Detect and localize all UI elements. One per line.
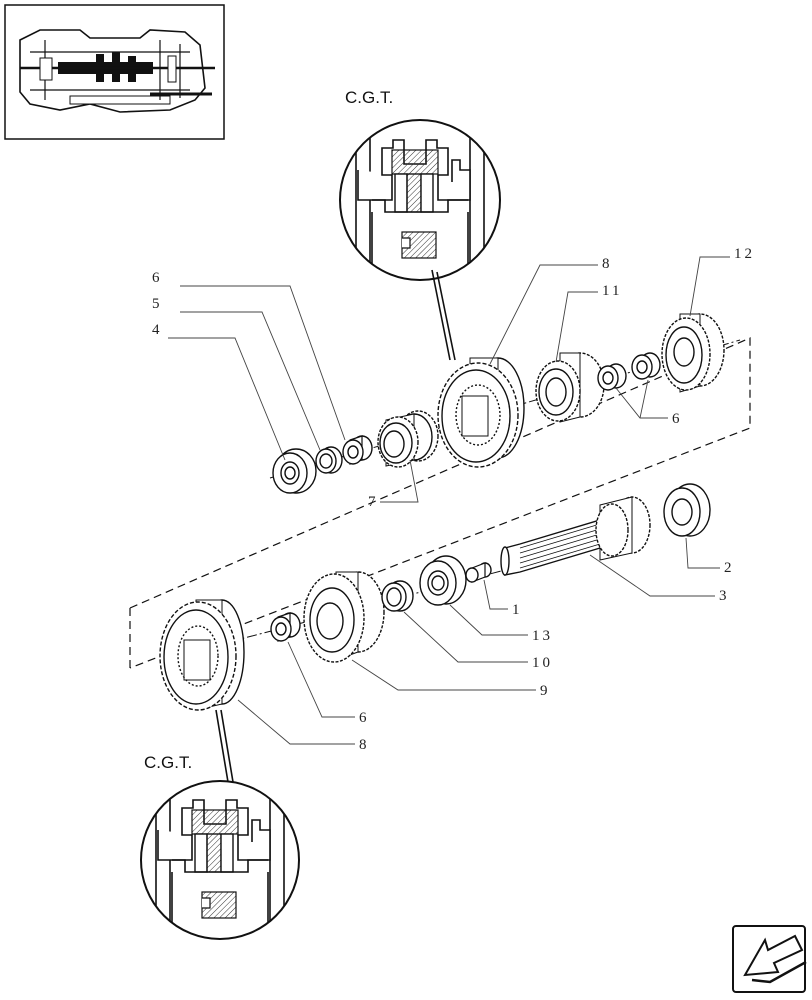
callout-2: 2: [724, 560, 735, 576]
detail-circle-top: [339, 119, 501, 281]
callout-9: 9: [540, 683, 551, 699]
callout-11: 11: [602, 283, 622, 299]
callout-8-upper: 8: [602, 256, 613, 272]
callout-1: 1: [512, 602, 523, 618]
callout-5: 5: [152, 296, 163, 312]
bearing-2: [663, 483, 711, 537]
next-page-arrow-icon[interactable]: [732, 925, 807, 993]
gear-11: [535, 352, 605, 423]
callout-3: 3: [719, 588, 730, 604]
gear-12: [661, 313, 725, 393]
callout-6-upper-right: 6: [672, 411, 683, 427]
callout-13: 13: [532, 628, 553, 644]
pin-1: [465, 562, 492, 583]
cgt-label-bottom: C.G.T.: [144, 753, 192, 772]
bushing-6-pair: [597, 352, 661, 391]
detail-circle-bottom: [140, 780, 300, 940]
callout-7: 7: [368, 494, 379, 510]
splined-shaft-3: [500, 496, 651, 576]
callout-8-lower: 8: [359, 737, 370, 753]
shaft-grouping-frame: [129, 337, 751, 669]
callout-4: 4: [152, 322, 163, 338]
callout-10: 10: [532, 655, 553, 671]
callout-leaders: [168, 256, 730, 745]
spacer-ring-10: [381, 580, 414, 612]
detail-leader-top: [431, 269, 451, 361]
bearing-13: [419, 555, 467, 606]
transmission-cutaway-icon: [19, 29, 215, 113]
gear-7: [377, 410, 439, 468]
bushing-6-lower: [270, 612, 301, 642]
locator-thumbnail: [4, 4, 225, 140]
synchro-sleeve-8-upper: [437, 357, 525, 468]
bearing-4: [272, 448, 317, 494]
spacer-ring-5: [315, 446, 343, 474]
callout-6-upper-left: 6: [152, 270, 163, 286]
gear-9: [303, 571, 385, 663]
cgt-label-top: C.G.T.: [345, 88, 393, 107]
synchro-sleeve-8-lower: [159, 599, 245, 711]
callout-12: 12: [734, 246, 755, 262]
detail-leader-bottom: [215, 709, 229, 783]
callout-6-lower: 6: [359, 710, 370, 726]
bushing-6-upper: [342, 435, 373, 465]
